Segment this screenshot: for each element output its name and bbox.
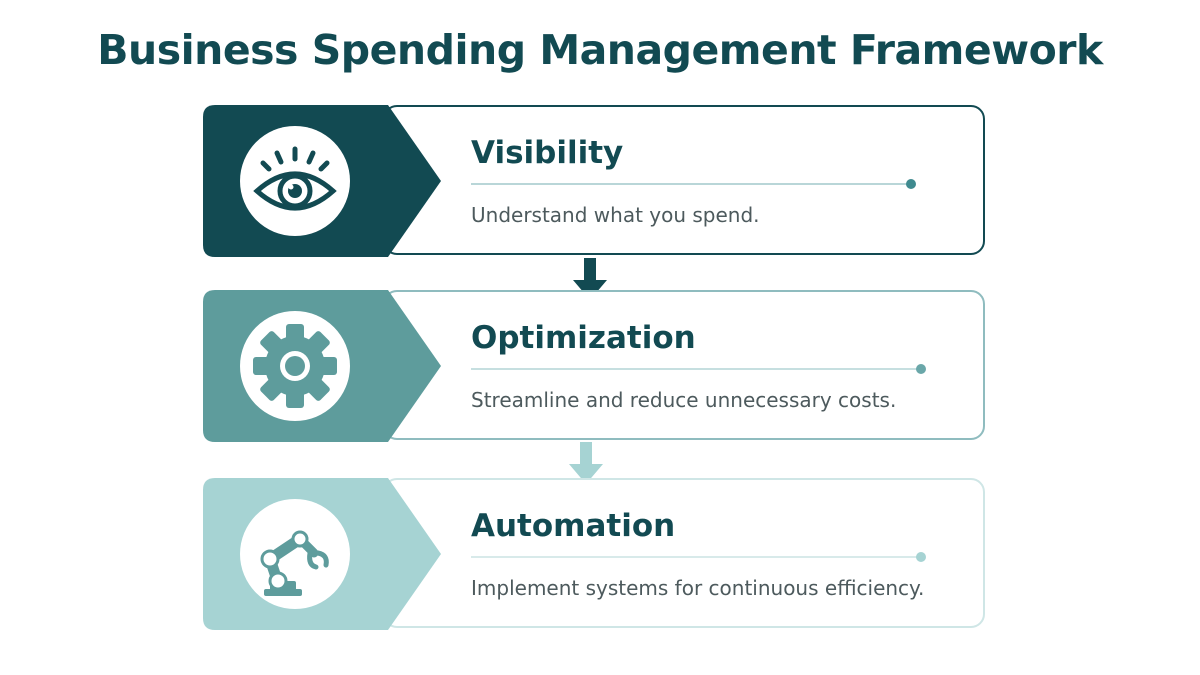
step-badge	[203, 105, 443, 257]
step-divider	[471, 556, 919, 558]
step-card	[383, 290, 985, 440]
step-divider-dot	[916, 552, 926, 562]
icon-circle	[240, 311, 350, 421]
step-badge	[203, 290, 443, 442]
eye-icon	[253, 145, 337, 217]
step-description: Understand what you spend.	[471, 203, 760, 227]
step-badge	[203, 478, 443, 630]
down-arrow-icon	[569, 442, 603, 488]
step-title: Automation	[471, 508, 676, 544]
step-description: Streamline and reduce unnecessary costs.	[471, 388, 897, 412]
step-card	[383, 105, 985, 255]
gear-icon	[250, 321, 340, 411]
step-optimization: Optimization Streamline and reduce unnec…	[203, 290, 988, 442]
step-divider	[471, 368, 919, 370]
step-visibility: Visibility Understand what you spend.	[203, 105, 988, 257]
step-card	[383, 478, 985, 628]
step-title: Visibility	[471, 135, 624, 171]
step-title: Optimization	[471, 320, 696, 356]
step-divider-dot	[916, 364, 926, 374]
step-description: Implement systems for continuous efficie…	[471, 576, 925, 600]
down-arrow-icon	[573, 258, 607, 304]
step-divider-dot	[906, 179, 916, 189]
framework-title: Business Spending Management Framework	[97, 26, 1103, 74]
icon-circle	[240, 499, 350, 609]
robotic-arm-icon	[250, 509, 340, 599]
step-divider	[471, 183, 909, 185]
icon-circle	[240, 126, 350, 236]
step-automation: Automation Implement systems for continu…	[203, 478, 988, 630]
